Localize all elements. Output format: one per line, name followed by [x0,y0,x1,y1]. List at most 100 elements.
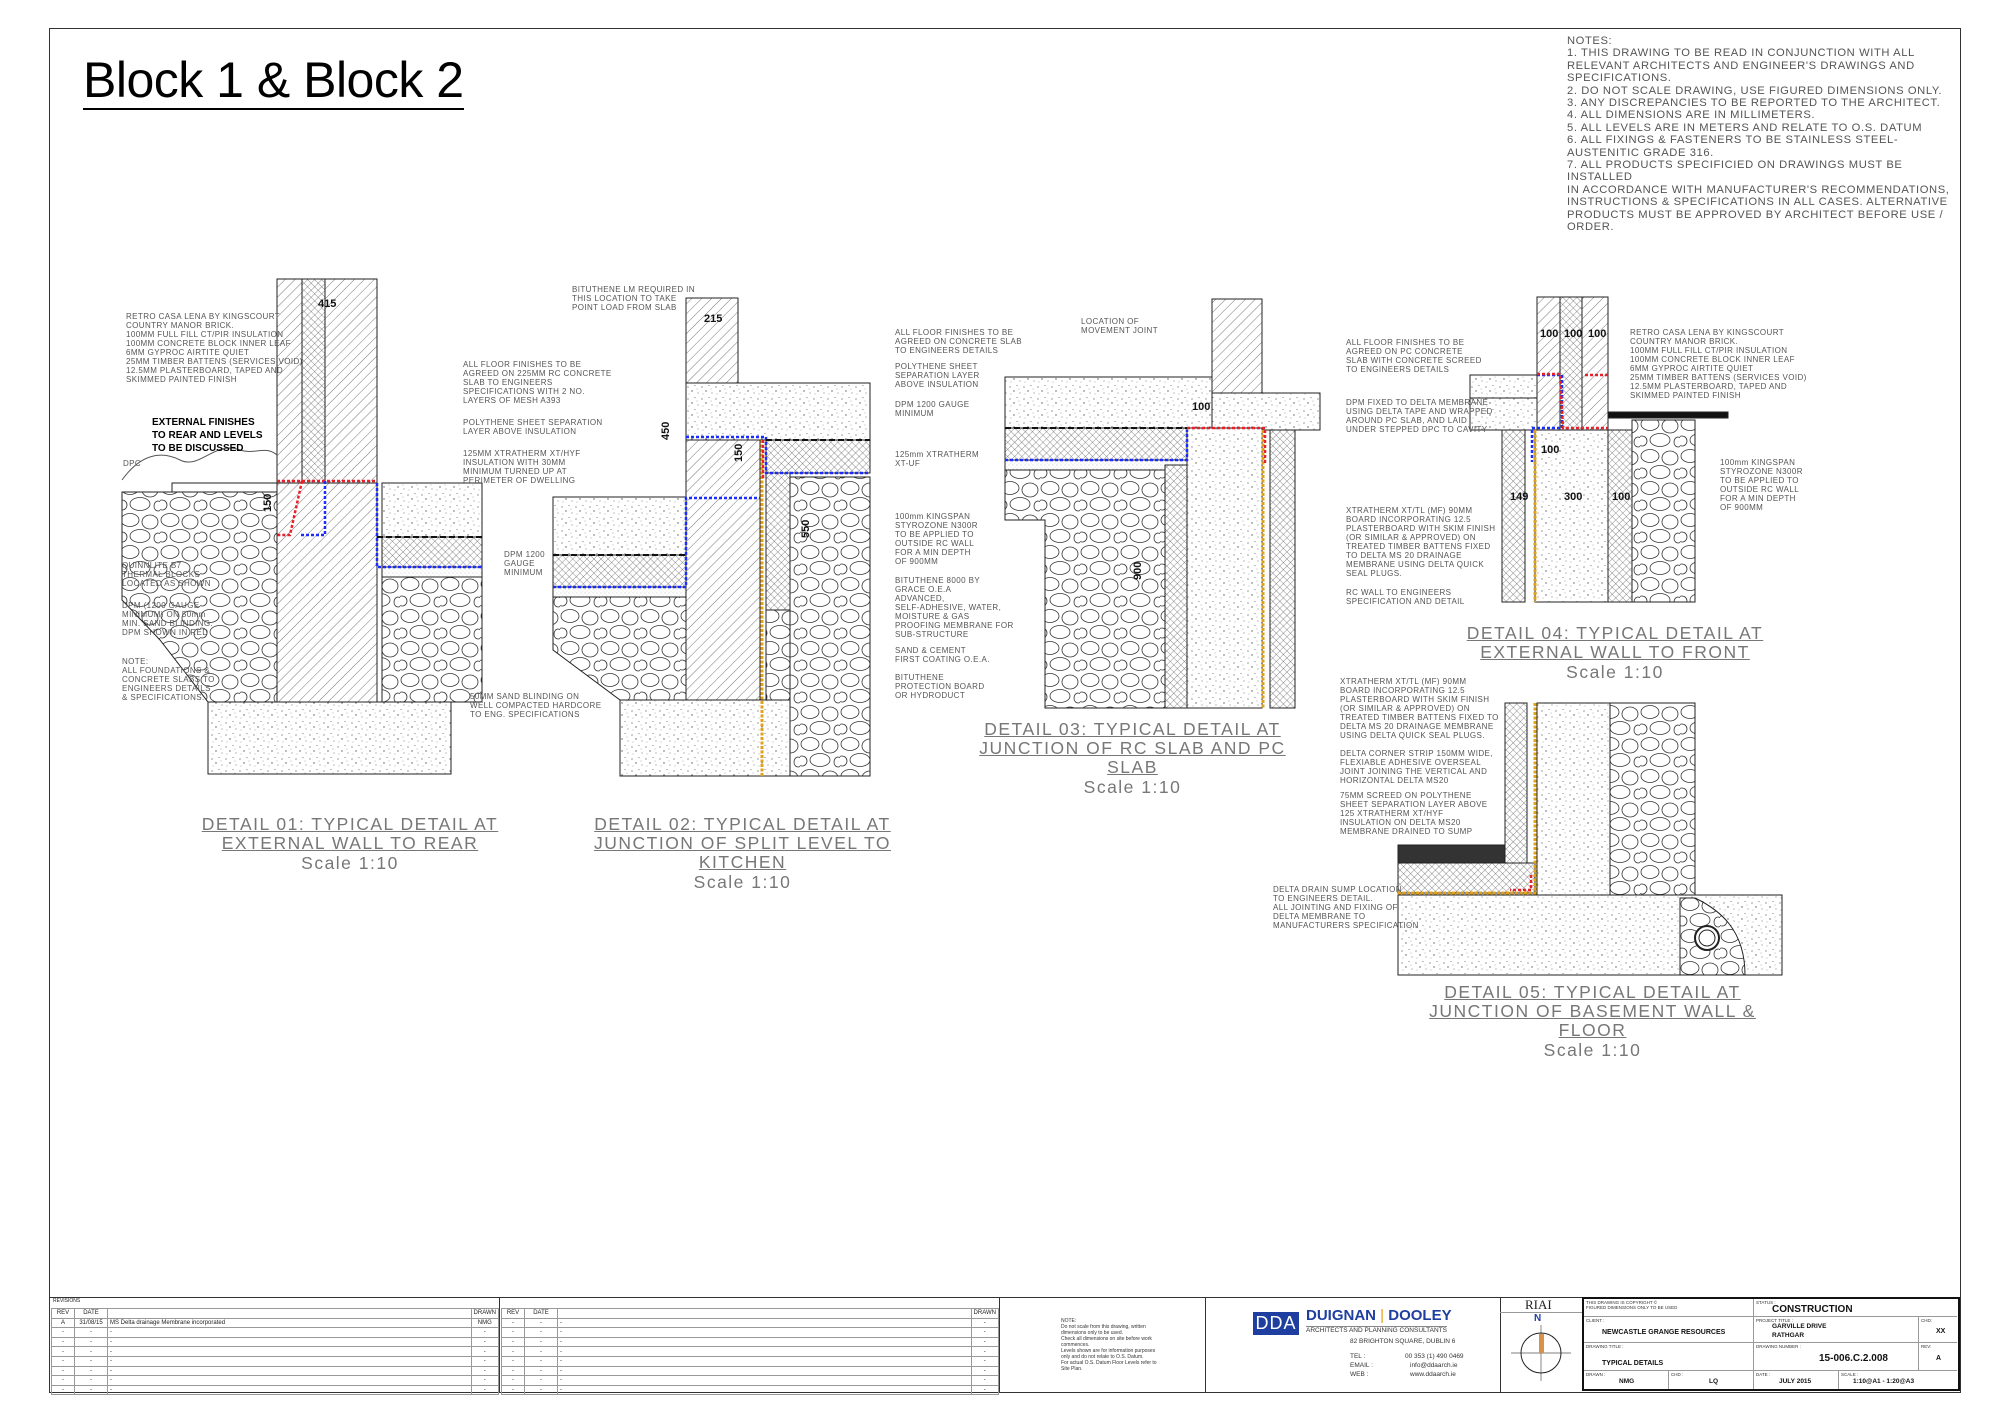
d04-dim-1: 100 [1540,328,1559,340]
chd-label: CHD : [1671,1372,1684,1377]
revision-description: MS Delta drainage Membrane incorporated [107,1317,472,1329]
d02-dim-insulation: 550 [800,519,812,538]
revision-cell-empty: - [470,1346,500,1357]
detail-04-scale: Scale 1:10 [1566,662,1664,682]
revision-cell-empty: - [501,1317,525,1329]
revision-cell-empty: - [74,1327,108,1338]
revision-cell-empty: - [970,1365,1000,1377]
detail-05-scale: Scale 1:10 [1543,1040,1642,1060]
email-link[interactable]: info@ddaarch.ie [1410,1362,1458,1369]
status-value: CONSTRUCTION [1772,1304,1853,1315]
revision-cell-empty: - [557,1317,972,1329]
d02-dim-level: 450 [660,421,672,440]
date-value: JULY 2015 [1779,1378,1812,1385]
general-notes: NOTES: 1. THIS DRAWING TO BE READ IN CON… [1567,35,1950,234]
col-date: DATE [74,1308,108,1319]
scale-value: 1:10@A1 - 1:20@A3 [1853,1378,1915,1385]
web-label: WEB : [1350,1371,1369,1378]
revision-cell-empty: - [501,1336,525,1348]
revision-cell-empty: - [501,1355,525,1367]
d02-floor-finishes-label: ALL FLOOR FINISHES TO BE AGREED ON CONCR… [895,328,1023,355]
d04-dim-2: 100 [1564,328,1583,340]
north-arrow-icon [1511,1325,1571,1381]
d05-screed-label: 75MM SCREED ON POLYTHENE SHEET SEPARATIO… [1340,791,1488,836]
revision-cell-empty: - [74,1375,108,1386]
firm-subtitle: ARCHITECTS AND PLANNING CONSULTANTS [1306,1326,1447,1334]
email-label: EMAIL : [1350,1362,1373,1369]
firm-name-2: DOOLEY [1388,1307,1452,1324]
revision-cell-empty: - [501,1327,525,1338]
d03-dim-depth: 900 [1132,561,1144,580]
detail-04-title: DETAIL 04: TYPICAL DETAIL AT EXTERNAL WA… [1466,623,1764,662]
col-rev: REV [51,1308,75,1319]
revision-cell-empty: - [501,1346,525,1357]
d02-dim-wall: 215 [704,313,723,325]
detail-02-scale: Scale 1:10 [693,872,792,892]
d02-dpm-label: DPM 1200 GAUGE MINIMUM [895,400,970,418]
detail-04-caption: DETAIL 04: TYPICAL DETAIL AT EXTERNAL WA… [1455,624,1775,682]
tel-value: 00 353 (1) 490 0469 [1405,1353,1464,1360]
detail-05-title: DETAIL 05: TYPICAL DETAIL AT JUNCTION OF… [1429,982,1756,1040]
project-label: PROJECT TITLE : [1756,1318,1793,1323]
revision-cell-empty: - [74,1384,108,1396]
drawn-label: DRAWN : [1586,1372,1606,1377]
revision-cell-empty: - [107,1355,472,1367]
d02-bituthene-lm-label: BITUTHENE LM REQUIRED IN THIS LOCATION T… [572,285,695,312]
revision-cell-empty: - [970,1336,1000,1348]
detail-01-caption: DETAIL 01: TYPICAL DETAIL AT EXTERNAL WA… [200,815,500,873]
drawing-title-label: DRAWING TITLE : [1586,1344,1624,1349]
revision-rev: A [51,1317,75,1329]
drawing-info-box: THIS DRAWING IS COPYRIGHT © FIGURED DIME… [1582,1297,1960,1391]
revision-cell-empty: - [501,1365,525,1377]
revision-cell-empty: - [524,1365,558,1377]
col-rev: REV [501,1308,525,1319]
revision-cell-empty: - [524,1384,558,1396]
revision-cell-empty: - [524,1346,558,1357]
revision-cell-empty: - [107,1375,472,1386]
d01-dpm-gauge-label: DPM 1200 GAUGE MINIMUM [504,550,545,577]
revision-cell-empty: - [107,1365,472,1377]
revision-row-empty: ---- [501,1365,1000,1377]
d03-dpm-fixed-label: DPM FIXED TO DELTA MEMBRANE USING DELTA … [1346,398,1493,434]
d02-xtratherm-label: 125mm XTRATHERM XT-UF [895,450,980,468]
detail-01-section [121,278,483,775]
d04-kingspan-label: 100mm KINGSPAN STYROZONE N300R TO BE APP… [1720,458,1803,512]
revision-cell-empty: - [501,1375,525,1386]
d01-dpm-label: DPM (1200 GAUGE MINIMUM) ON 50mm MIN. SA… [122,601,214,637]
revision-cell-empty: - [51,1384,75,1396]
revision-cell-empty: - [470,1327,500,1338]
revision-cell-empty: - [74,1365,108,1377]
revision-cell-empty: - [557,1327,972,1338]
revision-cell-empty: - [470,1355,500,1367]
detail-02-section [552,297,871,777]
revision-drawn: NMG [470,1317,500,1329]
title-block: REVISIONS REV DATE DRAWN A 31/08/15 MS D… [49,1297,1961,1396]
revision-row-empty: ---- [51,1327,500,1338]
sheet-title: Block 1 & Block 2 [83,52,464,110]
revision-cell-empty: - [970,1327,1000,1338]
revision-cell-empty: - [470,1384,500,1396]
revision-cell-empty: - [51,1375,75,1386]
col-drawn: DRAWN [470,1308,500,1319]
col-drawn: DRAWN [970,1308,1000,1319]
revision-row: A 31/08/15 MS Delta drainage Membrane in… [51,1317,500,1329]
revision-row-empty: ---- [51,1355,500,1367]
north-label: N [1534,1313,1542,1324]
web-link[interactable]: www.ddaarch.ie [1410,1371,1456,1378]
rev-label: REV: [1921,1344,1932,1349]
d03-dim-joint: 100 [1192,401,1211,413]
revision-date: 31/08/15 [74,1317,108,1329]
detail-01-title: DETAIL 01: TYPICAL DETAIL AT EXTERNAL WA… [201,814,499,853]
revision-cell-empty: - [470,1375,500,1386]
dda-logo: DDA [1253,1312,1299,1335]
firm-name: DUIGNAN | DOOLEY [1306,1307,1452,1324]
detail-02-title: DETAIL 02: TYPICAL DETAIL AT JUNCTION OF… [593,814,892,872]
status-label: STATUS : [1756,1300,1776,1305]
d02-polythene-label: POLYTHENE SHEET SEPARATION LAYER ABOVE I… [895,362,980,389]
rev-value: A [1936,1355,1942,1362]
revision-cell-empty: - [51,1355,75,1367]
chk-value: XX [1936,1328,1946,1335]
drawing-border [49,28,1961,1393]
d04-dim-7: 100 [1612,491,1631,503]
